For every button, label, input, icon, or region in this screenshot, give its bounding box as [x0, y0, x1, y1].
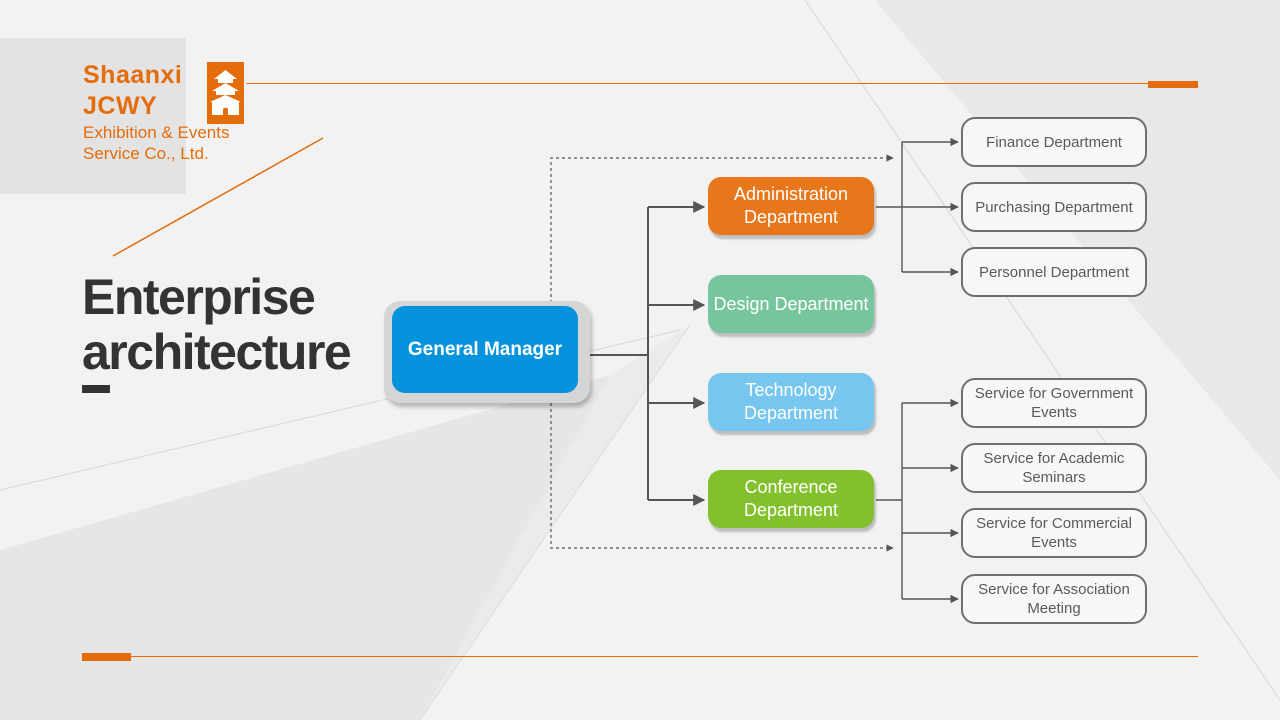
design-department-node: Design Department [708, 275, 874, 333]
technology-department-node: Technology Department [708, 373, 874, 431]
page-title-line1: Enterprise [82, 269, 316, 325]
company-name-line2: JCWY [83, 92, 158, 120]
purchasing-department-node: Purchasing Department [961, 182, 1147, 232]
administration-department-node: Administration Department [708, 177, 874, 235]
logo-background-block [0, 38, 186, 194]
bottom-divider-line [82, 656, 1198, 657]
commercial-events-service-node: Service for Commercial Events [961, 508, 1147, 558]
academic-seminars-service-node: Service for Academic Seminars [961, 443, 1147, 493]
page-title: Enterprise architecture [82, 269, 352, 380]
title-underline [82, 385, 110, 393]
conference-department-node: Conference Department [708, 470, 874, 528]
top-divider-line [246, 83, 1196, 84]
general-manager-node: General Manager [392, 306, 578, 393]
top-divider-accent [1148, 81, 1198, 88]
bell-tower-logo-icon [207, 62, 244, 124]
bottom-divider-accent [82, 653, 131, 661]
company-name-line3: Exhibition & Events [83, 123, 230, 142]
page-title-line2: architecture [82, 324, 352, 380]
finance-department-node: Finance Department [961, 117, 1147, 167]
government-events-service-node: Service for Government Events [961, 378, 1147, 428]
company-name-line1: Shaanxi [83, 61, 183, 89]
company-name-line4: Service Co., Ltd. [83, 144, 209, 163]
personnel-department-node: Personnel Department [961, 247, 1147, 297]
company-name: Shaanxi JCWY Exhibition & Events Service… [83, 60, 229, 164]
association-meeting-service-node: Service for Association Meeting [961, 574, 1147, 624]
